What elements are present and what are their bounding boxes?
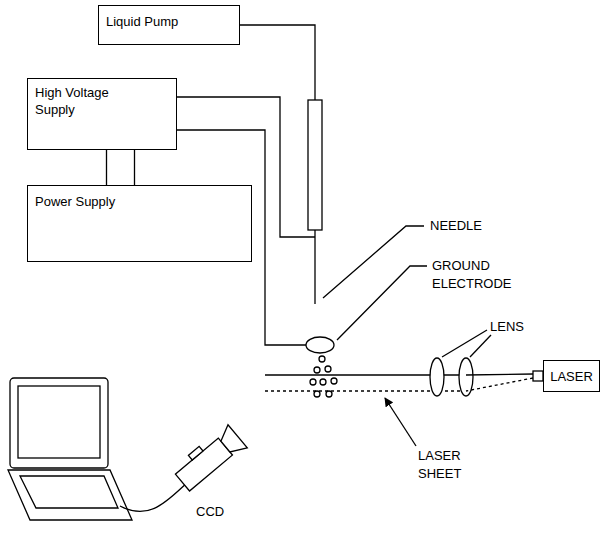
equipment-box: Liquid Pump bbox=[98, 5, 240, 45]
ground-electrode bbox=[306, 337, 334, 353]
camera-cable bbox=[120, 482, 188, 512]
droplet bbox=[314, 391, 320, 397]
leader-line bbox=[442, 330, 487, 357]
part-label: GROUND ELECTRODE bbox=[432, 257, 522, 292]
laptop-screen bbox=[18, 386, 100, 458]
laptop-keyboard bbox=[20, 476, 118, 508]
droplet bbox=[310, 379, 316, 385]
droplet bbox=[326, 391, 332, 397]
leader-line bbox=[470, 335, 491, 357]
box-label: Liquid Pump bbox=[106, 14, 178, 31]
ccd-camera bbox=[172, 423, 248, 494]
droplet bbox=[325, 366, 331, 372]
lens bbox=[430, 358, 444, 396]
leader-arrow bbox=[385, 398, 416, 446]
laser-beam bbox=[466, 374, 533, 375]
part-label: LENS bbox=[490, 318, 524, 336]
droplet bbox=[320, 379, 326, 385]
leader-line bbox=[337, 266, 427, 340]
part-label: LASER SHEET bbox=[418, 447, 478, 482]
power-cable bbox=[107, 150, 135, 185]
laser-beam bbox=[466, 378, 533, 391]
needle bbox=[314, 230, 315, 304]
droplet bbox=[314, 367, 320, 373]
syringe bbox=[308, 100, 322, 230]
equipment-box: LASER bbox=[543, 360, 600, 392]
lens bbox=[459, 358, 473, 396]
equipment-box: Power Supply bbox=[27, 185, 252, 262]
box-label: High Voltage Supply bbox=[35, 85, 135, 119]
droplet bbox=[319, 356, 325, 362]
laser-emitter bbox=[533, 371, 543, 381]
part-label: NEEDLE bbox=[430, 217, 482, 235]
laptop-base bbox=[8, 470, 132, 520]
pump-tube bbox=[240, 25, 315, 100]
laptop-lid bbox=[10, 378, 108, 468]
leader-line bbox=[323, 226, 424, 298]
equipment-box: High Voltage Supply bbox=[27, 78, 177, 150]
box-label: LASER bbox=[550, 369, 593, 386]
droplet bbox=[331, 378, 337, 384]
part-label: CCD bbox=[196, 503, 224, 521]
box-label: Power Supply bbox=[35, 194, 115, 211]
